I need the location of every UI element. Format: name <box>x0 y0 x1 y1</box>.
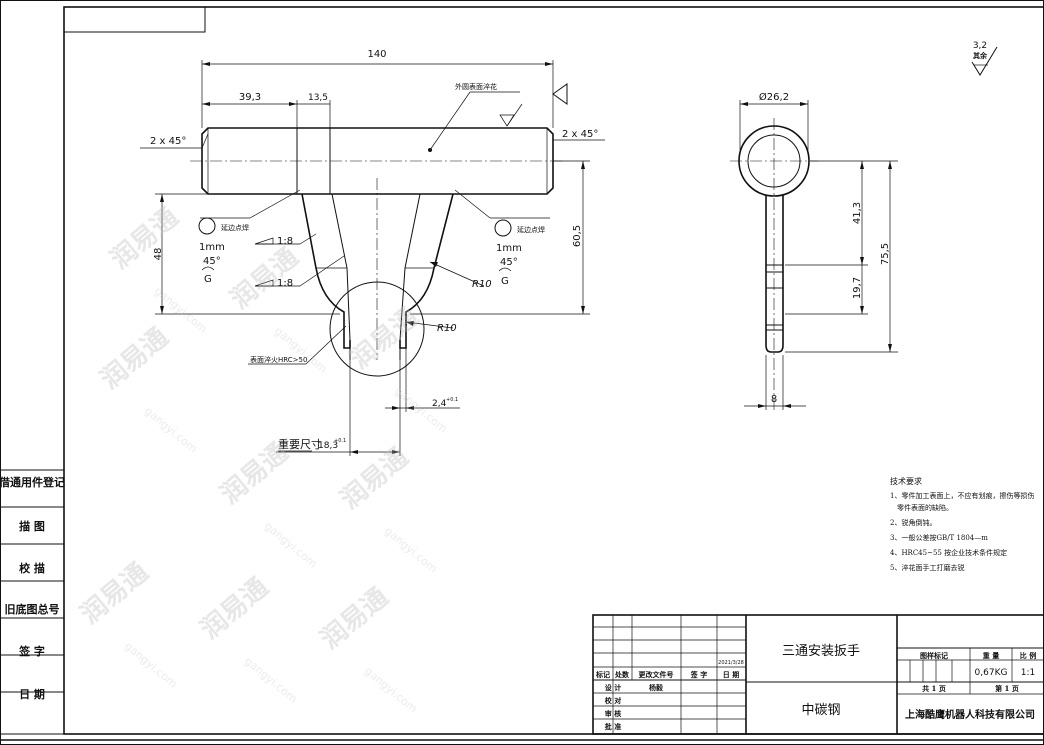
slot-width: 2,4 <box>432 399 447 409</box>
role-review: 审 核 <box>605 709 621 718</box>
tech-item-1b: 零件表面的缺陷。 <box>897 503 953 512</box>
key-dim-tol: +0.1 <box>334 438 346 444</box>
dim-left-segment: 39,3 <box>239 92 261 103</box>
material: 中碳钢 <box>801 703 840 718</box>
scale-value: 1:1 <box>1021 668 1035 678</box>
watermark-brand: 润易通 <box>195 571 275 645</box>
date: 2021/3/28 <box>718 660 744 666</box>
role-design: 设 计 <box>605 683 621 692</box>
chamfer-left: 2 x 45° <box>150 136 186 147</box>
roughness-label: 其余 <box>973 51 988 60</box>
rev-h4: 签 字 <box>690 670 707 679</box>
key-dim-value: 18,3 <box>318 441 338 451</box>
weld-size-right: 1mm <box>496 243 522 254</box>
stem-left-edge <box>301 193 351 349</box>
rev-h3: 更改文件号 <box>639 670 674 679</box>
watermark-domain: gangyi.com <box>242 654 300 705</box>
role-approve: 批 准 <box>605 722 621 731</box>
weight-value: 0,67KG <box>975 668 1008 678</box>
dim-height-48: 48 <box>153 248 164 261</box>
hardness-note: 表面淬火HRC>50 <box>250 355 307 364</box>
tech-item-1: 1、零件加工表面上，不应有划痕，擦伤等损伤 <box>890 491 1034 500</box>
sheet-no: 第 1 页 <box>995 684 1019 693</box>
watermark-domain: gangyi.com <box>382 524 440 575</box>
stem-right-edge <box>399 193 454 349</box>
weld-symbol-right <box>494 219 512 237</box>
left-item-6: 日 期 <box>19 687 45 701</box>
dim-neck-width: 13,5 <box>308 93 328 103</box>
slot-tol: +0.1 <box>446 397 458 403</box>
watermark-brand: 润易通 <box>335 441 415 515</box>
top-left-code-box <box>63 6 206 33</box>
company-name: 上海酷鹰机器人科技有限公司 <box>905 708 1035 721</box>
weld-size-left: 1mm <box>199 242 225 253</box>
side-dim-41-3: 41,3 <box>852 202 863 224</box>
total-sheets: 共 1 页 <box>922 684 946 693</box>
tech-item-3: 3、一般公差按GB/T 1804—m <box>890 533 988 542</box>
watermark-domain: gangyi.com <box>122 639 180 690</box>
taper-2: 1:8 <box>277 278 293 289</box>
radius-1: R10 <box>472 279 492 290</box>
tech-item-5: 5、淬花面手工打磨去锐 <box>890 563 964 572</box>
role-check: 校 对 <box>605 696 621 705</box>
front-view: 140 39,3 13,5 2 x 45° 2 x 45° 外圆表面淬花 48 <box>140 49 605 456</box>
roughness-value: 3,2 <box>973 41 987 51</box>
watermark-brand: 润易通 <box>95 321 175 395</box>
side-diameter: Ø26,2 <box>759 91 789 103</box>
weight-label: 重 量 <box>983 651 999 660</box>
weld-angle-right: 45° <box>500 257 518 268</box>
surface-note: 外圆表面淬花 <box>455 82 497 91</box>
watermark-brand: 润易通 <box>105 201 185 275</box>
watermark-brand: 润易通 <box>315 581 395 655</box>
inner-frame <box>63 6 1044 735</box>
tech-requirements: 技术要求 1、零件加工表面上，不应有划痕，擦伤等损伤 零件表面的缺陷。 2、锐角… <box>890 476 1034 572</box>
rev-h2: 处数 <box>614 670 630 679</box>
left-item-4: 旧底图总号 <box>5 602 60 616</box>
radius-2: R10 <box>437 323 457 334</box>
left-item-1: 借通用件登记 <box>0 475 65 489</box>
tech-title: 技术要求 <box>890 476 922 486</box>
watermark-domain: gangyi.com <box>362 664 420 715</box>
weld-note-left: 延边点焊 <box>221 223 249 232</box>
designer: 杨毅 <box>649 683 664 692</box>
tech-item-4: 4、HRC45~55 按企业技术条件规定 <box>890 548 1007 557</box>
watermark-domain: gangyi.com <box>152 284 210 335</box>
left-item-5: 签 字 <box>18 644 45 658</box>
left-item-2: 描 图 <box>19 519 45 533</box>
left-column: 借通用件登记 描 图 校 描 旧底图总号 签 字 日 期 <box>0 469 65 735</box>
part-name: 三通安装扳手 <box>782 643 860 659</box>
title-block: 标记 处数 更改文件号 签 字 日 期 2021/3/28 设 计 校 对 审 … <box>592 614 1044 735</box>
watermark-domain: gangyi.com <box>262 519 320 570</box>
scale-label: 比 例 <box>1020 651 1036 660</box>
side-dim-75-5: 75,5 <box>880 243 891 265</box>
rev-h1: 标记 <box>595 670 610 679</box>
watermark-brand: 润易通 <box>345 301 425 375</box>
weld-note-right: 延边点焊 <box>517 225 545 234</box>
side-dim-19-7: 19,7 <box>852 277 863 299</box>
watermark-brand: 润易通 <box>75 556 155 630</box>
weld-symbol-left <box>198 217 216 235</box>
weld-g-right: G <box>501 276 509 287</box>
side-thickness: 8 <box>771 394 777 405</box>
roughness-symbol: 3,2 其余 <box>971 41 998 76</box>
key-dim-label: 重要尺寸 <box>278 437 322 451</box>
watermark-brand: 润易通 <box>215 436 295 510</box>
side-view: Ø26,2 41,3 19,7 75,5 8 <box>730 91 898 410</box>
left-item-3: 校 描 <box>19 561 45 575</box>
weld-angle-left: 45° <box>203 256 221 267</box>
weld-g-left: G <box>204 274 212 285</box>
stage-label: 图样标记 <box>920 651 948 660</box>
tech-item-2: 2、锐角倒钝。 <box>890 518 936 527</box>
chamfer-right: 2 x 45° <box>562 129 598 140</box>
watermark-domain: gangyi.com <box>142 404 200 455</box>
watermark-domain: gangyi.com <box>392 384 450 435</box>
dim-height-60-5: 60,5 <box>572 225 583 247</box>
taper-1: 1:8 <box>277 236 293 247</box>
dim-overall-length: 140 <box>367 49 386 60</box>
rev-h5: 日 期 <box>723 670 739 679</box>
